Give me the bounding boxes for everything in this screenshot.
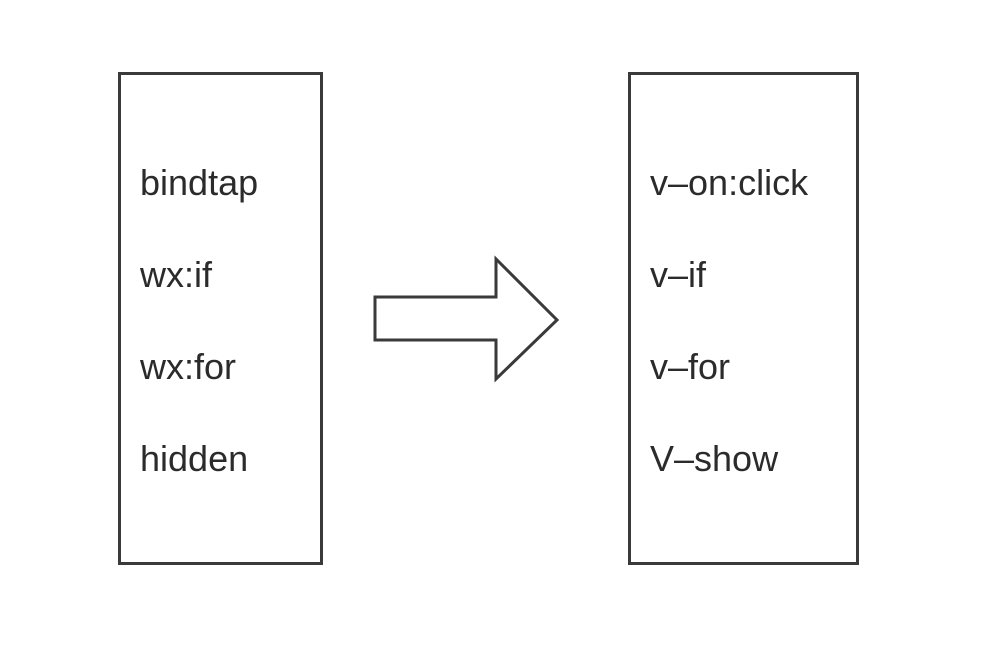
target-item-v-on-click: v–on:click — [650, 162, 809, 203]
target-attributes-box: v–on:click v–if v–for V–show — [628, 72, 859, 565]
source-attributes-box: bindtap wx:if wx:for hidden — [118, 72, 323, 565]
target-item-v-if: v–if — [650, 254, 707, 295]
arrow-shape — [373, 255, 560, 383]
source-item-bindtap: bindtap — [140, 162, 259, 203]
target-item-v-show: V–show — [650, 438, 779, 479]
source-item-hidden: hidden — [140, 438, 249, 479]
arrow-right-icon — [373, 255, 560, 383]
source-item-wx-if: wx:if — [140, 254, 212, 295]
source-item-wx-for: wx:for — [140, 346, 237, 387]
target-item-v-for: v–for — [650, 346, 731, 387]
